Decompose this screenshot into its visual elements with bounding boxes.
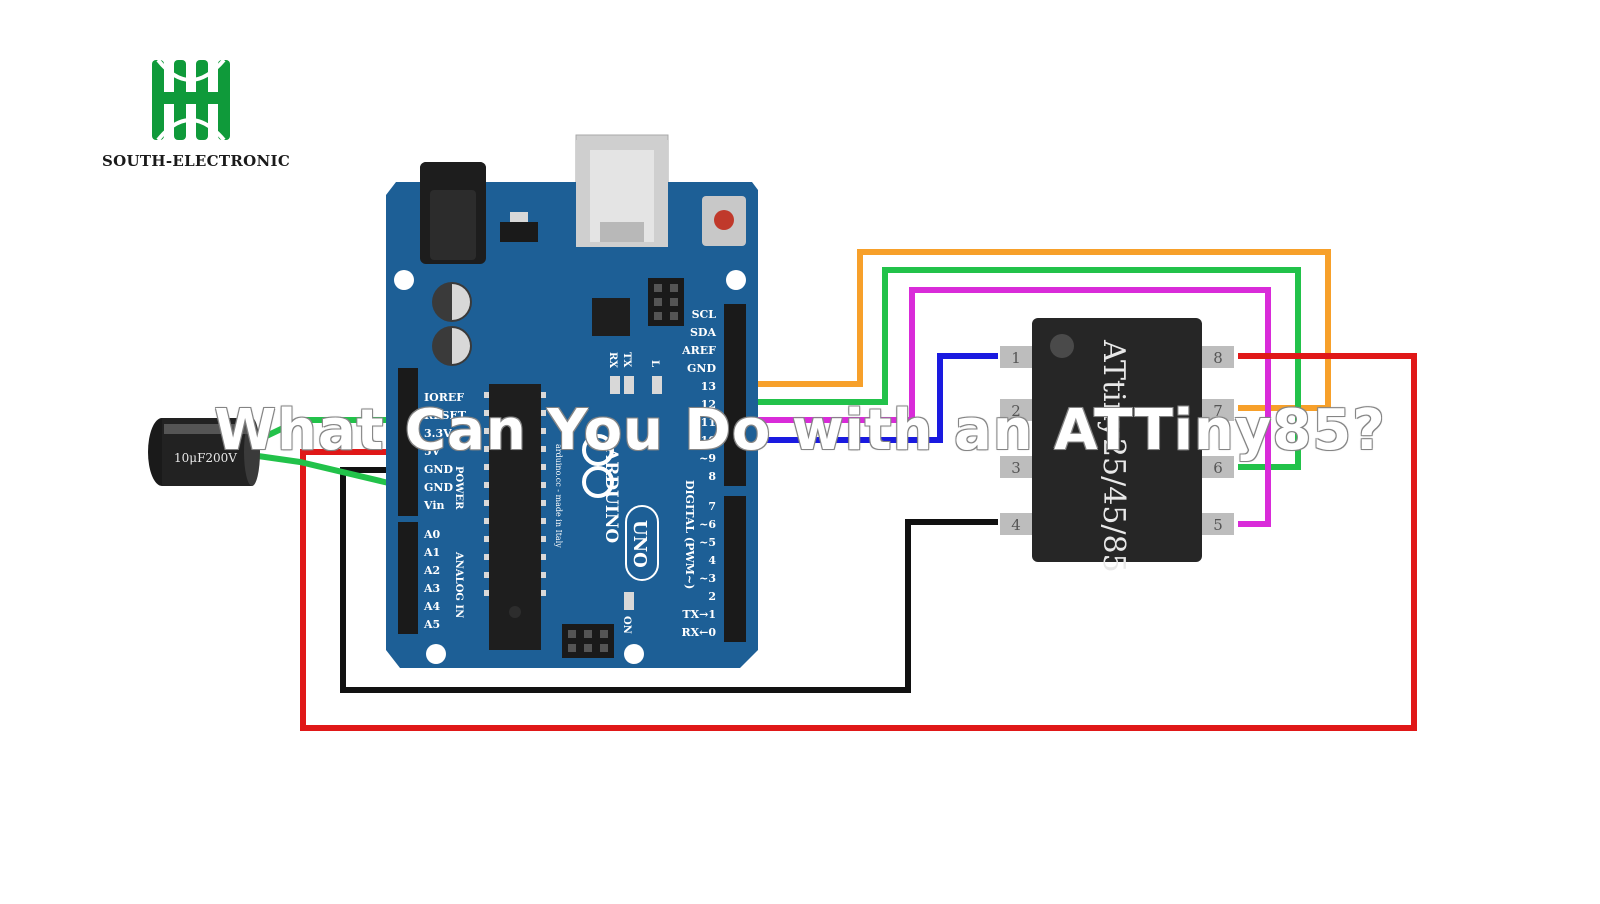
power-pin-label: IOREF [424,391,464,404]
chip-pin-number: 3 [1011,459,1021,477]
digital-pin-labels: SCL SDA AREF GND 13 12 ~11 ~10 ~9 8 7 ~6… [681,308,716,639]
analog-pin-label: A2 [423,564,440,577]
wire-red [300,353,1417,731]
digital-pin-label: AREF [681,344,716,357]
website-text: arduino.cc - made in Italy [554,444,563,548]
digital-pin-label: 13 [701,380,716,393]
uno-text: UNO [629,520,650,568]
digital-pin-label: ~10 [691,434,716,447]
digital-pin-label: GND [687,362,716,375]
digital-pin-label: 8 [708,470,716,483]
wires [256,249,1417,731]
capacitor: 10μF200V [148,418,260,486]
led-on-label: ON [621,616,632,634]
digital-pin-label: 4 [708,554,716,567]
arduino-labels: ARDUINO UNO arduino.cc - made in Italy D… [453,352,696,634]
digital-pin-label: ~11 [691,416,716,429]
wire-green-long [745,267,1301,470]
uno-badge [625,505,659,581]
power-pin-label: Vin [423,499,445,512]
led-tx-label: TX [621,352,632,367]
digital-pin-label: 2 [708,590,716,603]
led-rx-label: RX [607,352,618,368]
wire-blue [745,353,998,443]
analog-pin-label: A5 [423,618,440,631]
wire-magenta [745,287,1271,527]
analog-pin-label: A0 [423,528,441,541]
digital-label: DIGITAL (PWM~) [683,480,696,589]
digital-pin-label: 7 [708,500,716,513]
brand-logo-icon [152,58,230,142]
arduino-logo-text: ARDUINO [601,447,621,543]
arduino-board [386,134,758,668]
power-pin-label: GND [424,481,453,494]
attiny-chip [1000,318,1234,562]
chip-part-label: ATtiny25/45/85 [1096,339,1131,573]
digital-pin-label: ~3 [699,572,716,585]
chip-pin-number: 8 [1213,349,1223,367]
power-pin-label: GND [424,463,453,476]
chip-pin-number: 4 [1011,516,1021,534]
capacitor-label: 10μF200V [174,451,237,465]
wire-orange [745,249,1331,411]
analog-pin-label: A1 [423,546,440,559]
chip-pin-number: 5 [1213,516,1223,534]
chip-pin-number: 1 [1011,349,1021,367]
arduino-infinity-icon [582,434,614,498]
chip-pin-number: 7 [1213,402,1223,420]
chip-pin-number: 6 [1213,459,1223,477]
digital-pin-label: 12 [701,398,716,411]
brand-name: SOUTH-ELECTRONIC [102,152,291,170]
analog-pin-labels: A0 A1 A2 A3 A4 A5 [423,528,441,631]
wire-cap-green-a [256,417,410,443]
attiny-pin-numbers: 1 2 3 4 8 7 6 5 [1011,349,1223,534]
digital-pin-label: ~6 [699,518,716,531]
wire-cap-green-b [257,453,411,491]
analog-pin-label: A4 [423,600,441,613]
power-pin-label: RESET [424,409,467,422]
digital-pin-label: RX←0 [681,626,716,639]
digital-pin-label: ~9 [699,452,716,465]
power-pin-labels: IOREF RESET 3.3V 5V GND GND Vin [423,391,467,512]
digital-pin-label: ~5 [699,536,716,549]
digital-pin-label: SCL [692,308,717,321]
power-pin-label: 3.3V [424,427,452,440]
power-title: POWER [453,466,464,510]
digital-pin-label: SDA [690,326,716,339]
led-l-label: L [649,360,660,367]
wire-black [340,467,998,693]
atmega-chip [489,384,541,650]
digital-pin-label: TX→1 [682,608,716,621]
analog-pin-label: A3 [423,582,440,595]
chip-pin-number: 2 [1011,402,1021,420]
analog-title: ANALOG IN [453,551,464,618]
power-pin-label: 5V [424,445,441,458]
